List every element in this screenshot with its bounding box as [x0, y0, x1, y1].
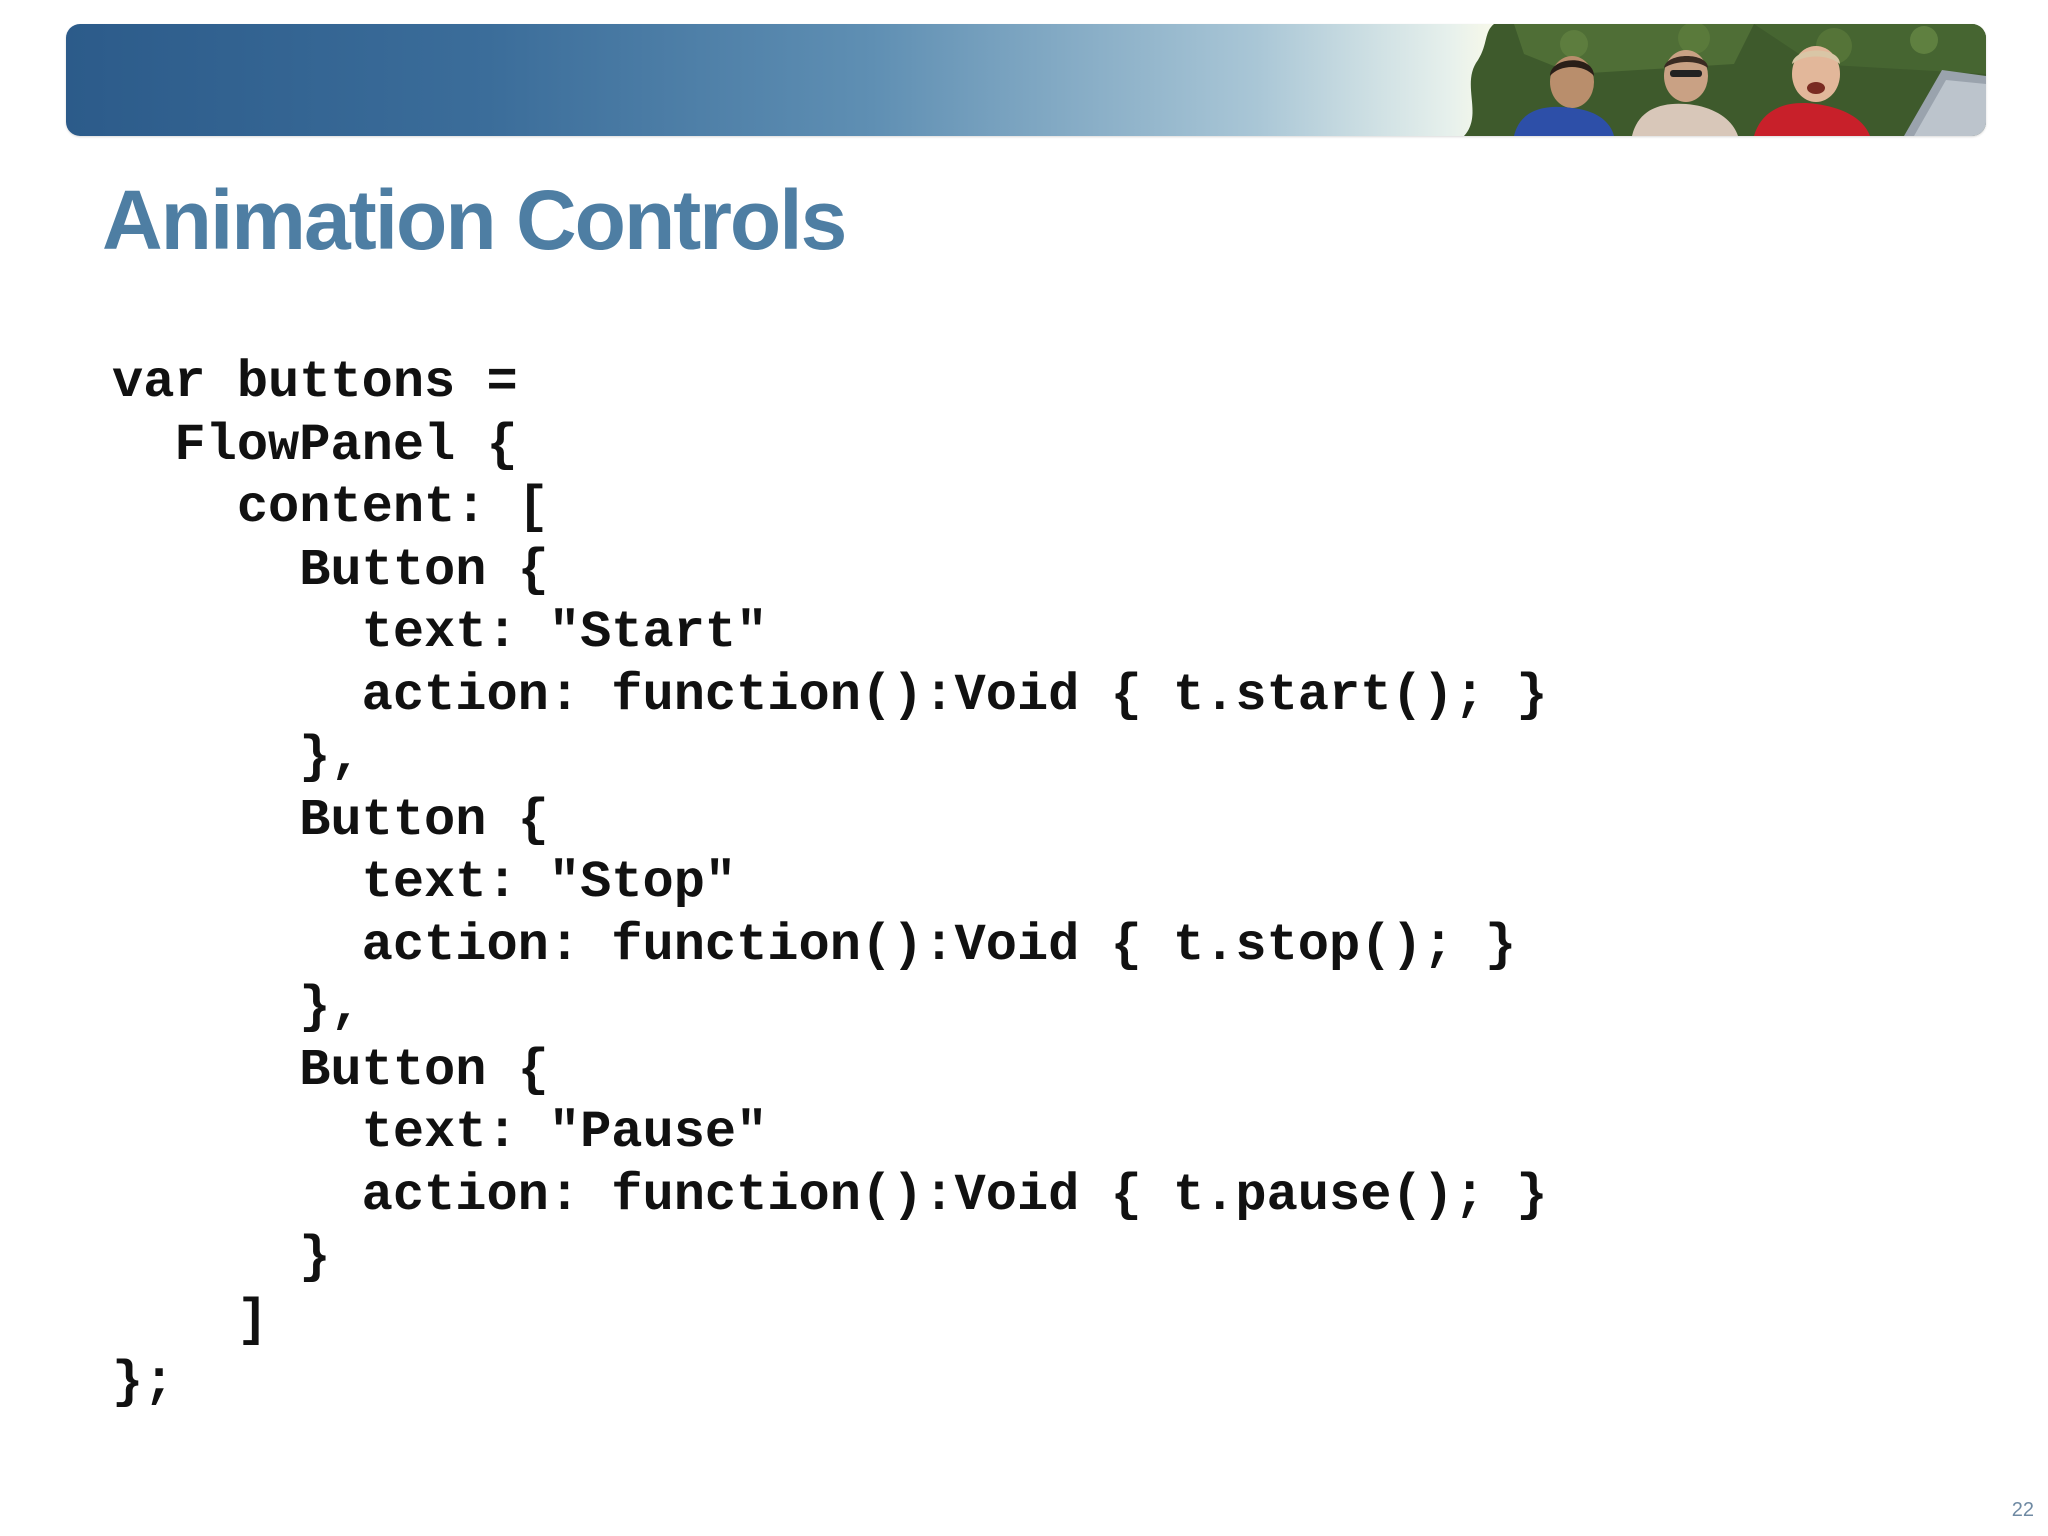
code-line: text: "Stop": [112, 853, 737, 912]
code-line: ]: [112, 1290, 269, 1350]
code-line: var buttons =: [112, 353, 518, 412]
banner-photo: [1464, 24, 1986, 136]
code-line: }: [112, 1228, 331, 1287]
code-line: content: [: [112, 478, 549, 537]
code-line: },: [112, 978, 362, 1037]
code-block: var buttons = FlowPanel { content: [ But…: [112, 352, 1547, 1415]
code-line: action: function():Void { t.stop(); }: [112, 915, 1517, 975]
code-line: },: [112, 728, 362, 787]
code-line: text: "Start": [112, 603, 768, 662]
code-line: Button {: [112, 1040, 549, 1100]
page-number: 22: [2011, 1499, 2034, 1521]
header-banner: [66, 24, 1986, 136]
code-line: text: "Pause": [112, 1103, 768, 1162]
code-line: };: [112, 1353, 175, 1412]
code-line: FlowPanel {: [112, 415, 518, 475]
code-line: Button {: [112, 540, 549, 600]
code-line: action: function():Void { t.start(); }: [112, 665, 1548, 725]
slide-title: Animation Controls: [102, 173, 847, 267]
code-line: Button {: [112, 790, 549, 850]
code-line: action: function():Void { t.pause(); }: [112, 1165, 1548, 1225]
